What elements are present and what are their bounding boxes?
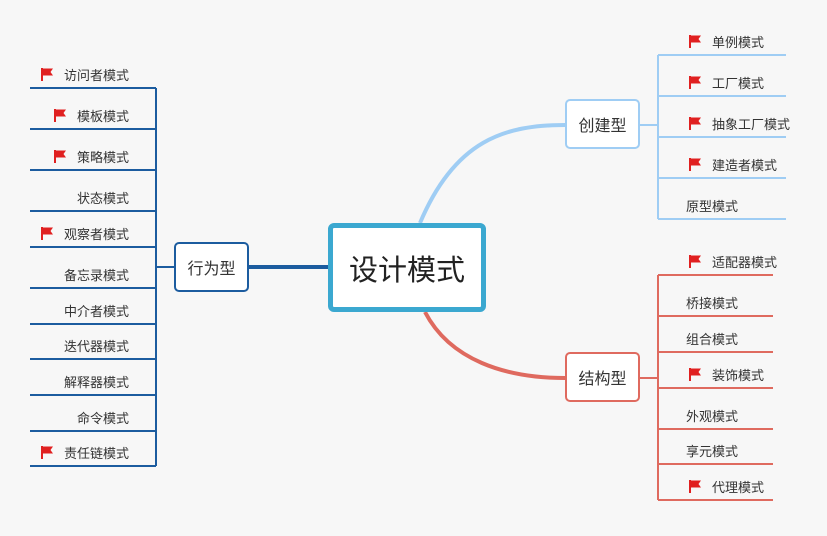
leaf-label: 工厂模式 bbox=[712, 76, 765, 92]
leaf-creational[interactable]: 单例模式 bbox=[688, 30, 764, 52]
leaf-creational[interactable]: 建造者模式 bbox=[688, 153, 777, 175]
flag-icon bbox=[53, 149, 66, 163]
flag-icon bbox=[689, 157, 701, 171]
flag-icon bbox=[689, 75, 701, 89]
leaf-creational[interactable]: 工厂模式 bbox=[688, 71, 764, 93]
leaf-behavioral[interactable]: 迭代器模式 bbox=[64, 334, 129, 356]
leaf-behavioral[interactable]: 解释器模式 bbox=[64, 370, 129, 392]
category-structural[interactable]: 结构型 bbox=[565, 352, 640, 402]
leaf-label: 观察者模式 bbox=[63, 227, 129, 243]
leaf-structural[interactable]: 组合模式 bbox=[686, 327, 738, 349]
branch-structural bbox=[423, 311, 566, 380]
leaf-behavioral[interactable]: 策略模式 bbox=[53, 145, 129, 167]
flag-icon bbox=[40, 67, 53, 81]
category-behavioral[interactable]: 行为型 bbox=[174, 242, 249, 292]
leaf-label: 建造者模式 bbox=[712, 158, 778, 174]
flag-icon bbox=[689, 116, 701, 130]
flag-icon bbox=[689, 479, 701, 493]
leaf-label: 组合模式 bbox=[686, 332, 739, 348]
leaf-label: 迭代器模式 bbox=[63, 339, 129, 355]
leaf-label: 责任链模式 bbox=[63, 446, 129, 462]
leaf-structural[interactable]: 代理模式 bbox=[688, 475, 764, 497]
branch-creational bbox=[418, 123, 566, 224]
leaf-structural[interactable]: 适配器模式 bbox=[688, 250, 777, 272]
leaf-label: 状态模式 bbox=[76, 191, 129, 207]
leaf-behavioral[interactable]: 备忘录模式 bbox=[64, 263, 129, 285]
leaf-label: 中介者模式 bbox=[63, 304, 129, 320]
leaf-behavioral[interactable]: 状态模式 bbox=[77, 186, 129, 208]
leaf-creational[interactable]: 原型模式 bbox=[686, 194, 738, 216]
leaf-structural[interactable]: 享元模式 bbox=[686, 439, 738, 461]
leaf-label: 解释器模式 bbox=[63, 375, 129, 391]
category-creational[interactable]: 创建型 bbox=[565, 99, 640, 149]
leaf-behavioral[interactable]: 责任链模式 bbox=[40, 441, 129, 463]
leaf-label: 享元模式 bbox=[686, 444, 739, 460]
leaf-structural[interactable]: 外观模式 bbox=[686, 404, 738, 426]
leaf-label: 桥接模式 bbox=[686, 296, 739, 312]
flag-icon bbox=[689, 34, 701, 48]
flag-icon bbox=[689, 367, 701, 381]
leaf-behavioral[interactable]: 访问者模式 bbox=[40, 63, 129, 85]
leaf-label: 模板模式 bbox=[76, 109, 129, 125]
leaf-label: 适配器模式 bbox=[712, 255, 778, 271]
leaf-label: 命令模式 bbox=[76, 411, 129, 427]
leaf-structural[interactable]: 桥接模式 bbox=[686, 291, 738, 313]
leaf-behavioral[interactable]: 命令模式 bbox=[77, 406, 129, 428]
leaf-label: 策略模式 bbox=[76, 150, 129, 166]
flag-icon bbox=[689, 254, 701, 268]
leaf-behavioral[interactable]: 中介者模式 bbox=[64, 299, 129, 321]
leaf-label: 抽象工厂模式 bbox=[712, 117, 791, 133]
leaf-creational[interactable]: 抽象工厂模式 bbox=[688, 112, 790, 134]
flag-icon bbox=[40, 226, 53, 240]
leaf-behavioral[interactable]: 模板模式 bbox=[53, 104, 129, 126]
leaf-label: 外观模式 bbox=[686, 409, 739, 425]
leaf-label: 原型模式 bbox=[686, 199, 739, 215]
leaf-label: 代理模式 bbox=[712, 480, 765, 496]
leaf-label: 访问者模式 bbox=[63, 68, 129, 84]
central-topic[interactable]: 设计模式 bbox=[328, 223, 486, 312]
leaf-label: 备忘录模式 bbox=[63, 268, 129, 284]
leaf-behavioral[interactable]: 观察者模式 bbox=[40, 222, 129, 244]
leaf-label: 单例模式 bbox=[712, 35, 765, 51]
leaf-label: 装饰模式 bbox=[712, 368, 765, 384]
flag-icon bbox=[53, 108, 66, 122]
leaf-structural[interactable]: 装饰模式 bbox=[688, 363, 764, 385]
flag-icon bbox=[40, 445, 53, 459]
